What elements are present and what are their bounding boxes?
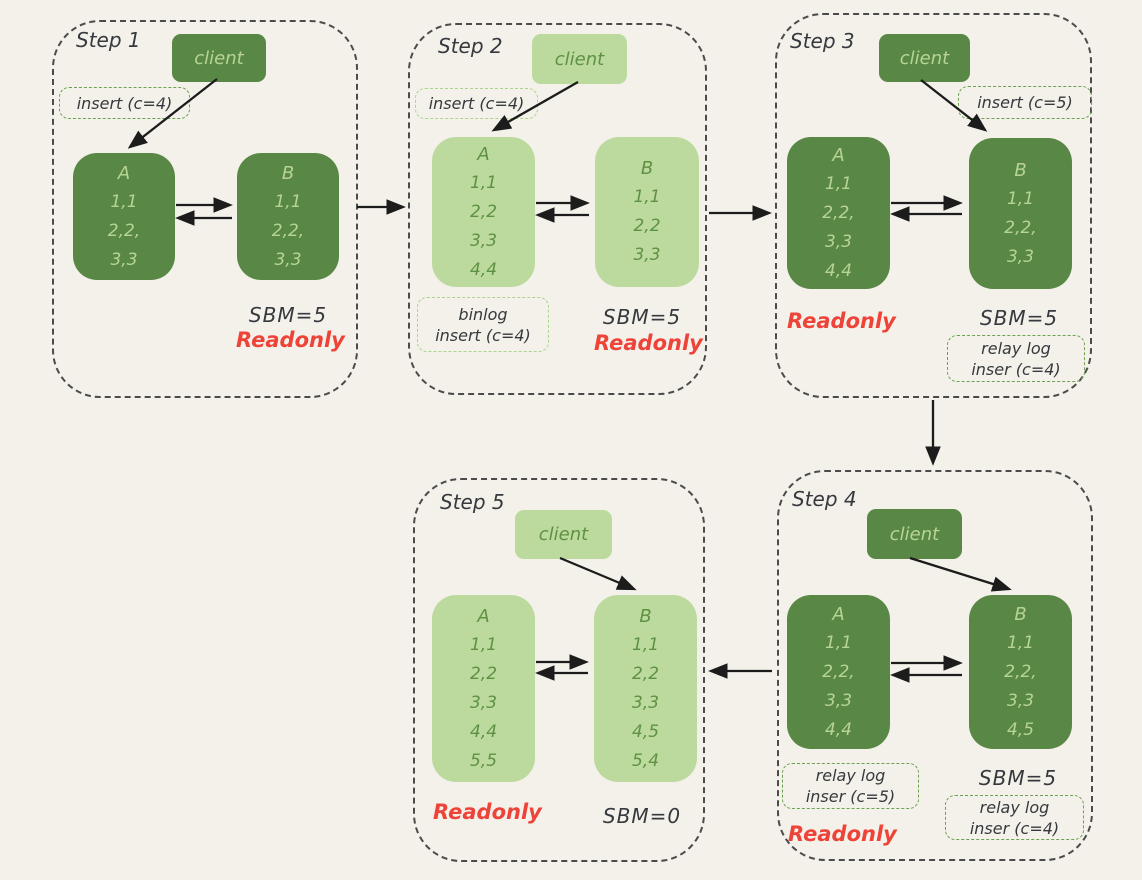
- step-2-binlog-note: binlog insert (c=4): [417, 297, 549, 352]
- step-2-node-a-rows: 1,1 2,2 3,3 4,4: [469, 172, 498, 280]
- step-5-node-b-rows: 1,1 2,2 3,3 4,5 5,4: [631, 634, 660, 771]
- step-2-node-a: A 1,1 2,2 3,3 4,4: [432, 137, 535, 287]
- step-1-client-label: client: [194, 47, 244, 69]
- step-1-node-a-title: A: [117, 162, 131, 184]
- step-3-client-node: client: [879, 34, 970, 82]
- step-5-node-b: B 1,1 2,2 3,3 4,5 5,4: [594, 595, 697, 782]
- step-4-client-node: client: [867, 509, 962, 559]
- step-3-insert-note: insert (c=5): [958, 86, 1092, 119]
- step-1-readonly-flag: Readonly: [236, 328, 345, 352]
- step-3-node-b-rows: 1,1 2,2, 3,3: [1004, 188, 1037, 267]
- step-1-node-b-title: B: [281, 162, 295, 184]
- step-3-label: Step 3: [790, 29, 855, 53]
- step-3-client-label: client: [899, 47, 950, 69]
- step-1-node-a-rows: 1,1 2,2, 3,3: [107, 191, 141, 270]
- step-4-node-b-title: B: [1014, 603, 1027, 625]
- step-4-label: Step 4: [792, 487, 857, 511]
- step-2-panel: Step 2 client insert (c=4) A 1,1 2,2 3,3…: [408, 23, 707, 395]
- step-4-panel: Step 4 client A 1,1 2,2, 3,3 4,4 B 1,1 2…: [777, 470, 1093, 861]
- step-2-client-node: client: [532, 34, 627, 84]
- step-4-node-a-title: A: [832, 603, 845, 625]
- step-4-relay-log-note-b: relay log inser (c=4): [945, 795, 1084, 840]
- step-1-sbm-value: SBM=5: [248, 303, 328, 327]
- step-1-node-b-rows: 1,1 2,2, 3,3: [271, 191, 305, 270]
- step-2-readonly-flag: Readonly: [594, 331, 703, 355]
- step-2-node-b-title: B: [640, 158, 654, 179]
- step-1-client-node: client: [172, 34, 266, 82]
- step-2-sbm-value: SBM=5: [602, 305, 682, 329]
- step-1-insert-note: insert (c=4): [59, 87, 190, 119]
- step-4-relay-log-note-a: relay log inser (c=5): [782, 763, 919, 809]
- step-1-panel: Step 1 client insert (c=4) A 1,1 2,2, 3,…: [52, 20, 358, 398]
- step-5-node-a-title: A: [477, 605, 490, 627]
- step-1-label: Step 1: [76, 28, 141, 52]
- step-4-node-a: A 1,1 2,2, 3,3 4,4: [787, 595, 890, 749]
- step-5-node-a-rows: 1,1 2,2 3,3 4,4 5,5: [469, 634, 498, 771]
- step-1-node-b: B 1,1 2,2, 3,3: [237, 153, 339, 280]
- step-3-node-a-rows: 1,1 2,2, 3,3 4,4: [822, 173, 855, 281]
- step-4-node-b-rows: 1,1 2,2, 3,3 4,5: [1004, 632, 1037, 740]
- step-5-node-a: A 1,1 2,2 3,3 4,4 5,5: [432, 595, 535, 782]
- step-2-node-b: B 1,1 2,2 3,3: [595, 137, 699, 287]
- step-3-node-a: A 1,1 2,2, 3,3 4,4: [787, 137, 890, 289]
- step-2-node-b-rows: 1,1 2,2 3,3: [633, 187, 661, 265]
- step-5-client-node: client: [515, 510, 612, 559]
- step-3-panel: Step 3 client insert (c=5) A 1,1 2,2, 3,…: [775, 13, 1092, 398]
- step-5-client-label: client: [538, 524, 589, 545]
- step-5-sbm-value: SBM=0: [602, 804, 682, 828]
- step-3-relay-log-note: relay log inser (c=4): [947, 335, 1085, 382]
- step-4-client-label: client: [889, 523, 940, 545]
- step-2-insert-note: insert (c=4): [415, 88, 538, 119]
- step-3-node-b: B 1,1 2,2, 3,3: [969, 138, 1072, 289]
- step-5-node-b-title: B: [639, 605, 652, 627]
- step-2-client-label: client: [554, 48, 605, 70]
- step-5-panel: Step 5 client A 1,1 2,2 3,3 4,4 5,5 B 1,…: [413, 478, 705, 862]
- step-2-label: Step 2: [438, 34, 503, 58]
- step-3-node-b-title: B: [1014, 159, 1027, 181]
- step-3-node-a-title: A: [832, 144, 845, 166]
- step-3-sbm-value: SBM=5: [979, 306, 1059, 330]
- step-1-node-a: A 1,1 2,2, 3,3: [73, 153, 175, 280]
- step-4-readonly-flag: Readonly: [788, 822, 897, 846]
- step-4-node-b: B 1,1 2,2, 3,3 4,5: [969, 595, 1072, 749]
- step-4-sbm-value: SBM=5: [978, 766, 1058, 790]
- step-5-readonly-flag: Readonly: [433, 800, 542, 824]
- step-2-node-a-title: A: [477, 143, 490, 165]
- step-5-label: Step 5: [440, 490, 505, 514]
- step-3-readonly-flag: Readonly: [787, 309, 896, 333]
- step-4-node-a-rows: 1,1 2,2, 3,3 4,4: [822, 632, 855, 740]
